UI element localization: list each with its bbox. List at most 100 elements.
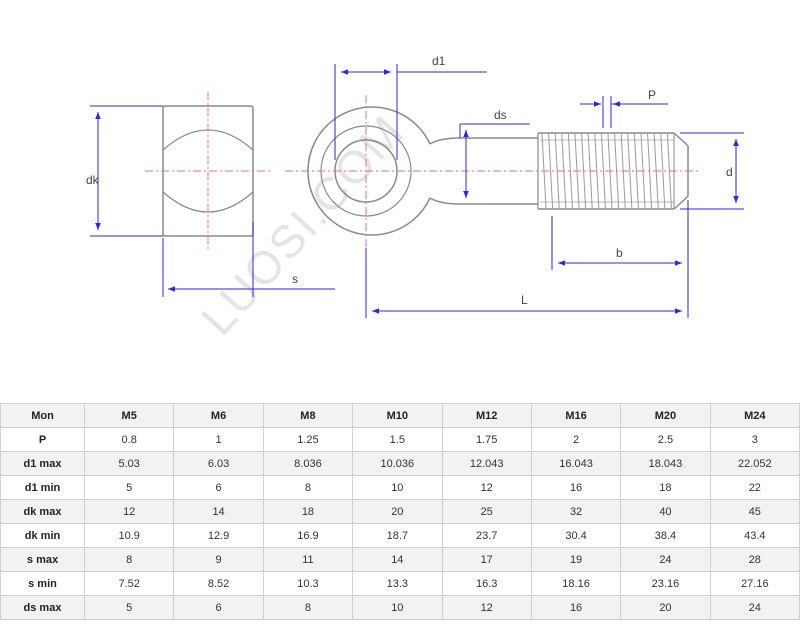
table-cell: 18.043 (620, 451, 711, 476)
table-cell: 40 (620, 499, 711, 524)
table-cell: 22 (709, 475, 800, 500)
d1-label: d1 (432, 54, 446, 68)
table-cell: 30.4 (530, 523, 622, 548)
table-cell: 10.3 (262, 571, 354, 596)
thread-crest-line (627, 133, 633, 209)
table-row-label: dk max (0, 499, 85, 524)
thread-crest-line (600, 133, 606, 209)
watermark: LUOSI.COM (191, 105, 414, 345)
table-header-cell: M16 (530, 403, 622, 428)
table-cell: 6.03 (173, 451, 264, 476)
table-header-mon: Mon (0, 403, 85, 428)
table-row-label: ds max (0, 595, 85, 620)
table-header-cell: M10 (352, 403, 443, 428)
b-dimension: b (551, 200, 689, 318)
table-cell: 6 (173, 595, 264, 620)
table-cell: 0.8 (83, 427, 175, 452)
table-cell: 18.16 (530, 571, 622, 596)
table-row-label: d1 min (0, 475, 85, 500)
b-label: b (616, 246, 623, 260)
L-dimension: L (365, 248, 682, 318)
table-header-cell: M20 (620, 403, 711, 428)
table-cell: 20 (620, 595, 711, 620)
table-cell: 18 (262, 499, 354, 524)
table-cell: 1.75 (441, 427, 532, 452)
table-cell: 12.043 (441, 451, 532, 476)
table-cell: 12 (83, 499, 175, 524)
table-row-label: s max (0, 547, 85, 572)
table-cell: 8.52 (173, 571, 264, 596)
table-cell: 10.9 (83, 523, 175, 548)
pitch-label: P (648, 88, 656, 102)
table-cell: 2.5 (620, 427, 711, 452)
s-label: s (292, 272, 298, 286)
thread-crest-line (633, 133, 639, 209)
table-cell: 11 (262, 547, 354, 572)
table-header-cell: M6 (173, 403, 264, 428)
table-cell: 5.03 (83, 451, 175, 476)
table-cell: 10 (352, 475, 443, 500)
dk-label: dk (86, 173, 100, 187)
table-row-label: s min (0, 571, 85, 596)
d-label: d (726, 165, 733, 179)
table-cell: 1.25 (262, 427, 354, 452)
table-cell: 16 (530, 595, 622, 620)
table-cell: 10 (352, 595, 443, 620)
table-cell: 27.16 (709, 571, 800, 596)
thread-crest-line (567, 133, 573, 209)
thread-crest-line (581, 133, 587, 209)
table-cell: 3 (709, 427, 800, 452)
table-cell: 32 (530, 499, 622, 524)
table-cell: 20 (352, 499, 443, 524)
table-cell: 1 (173, 427, 264, 452)
thread-crest-line (548, 133, 554, 209)
front-view-centerlines (285, 95, 700, 248)
table-header-cell: M12 (441, 403, 532, 428)
table-cell: 17 (441, 547, 532, 572)
table-cell: 19 (530, 547, 622, 572)
table-cell: 16.9 (262, 523, 354, 548)
table-row-label: P (0, 427, 85, 452)
table-cell: 8.036 (262, 451, 354, 476)
table-cell: 14 (173, 499, 264, 524)
table-cell: 45 (709, 499, 800, 524)
d-dimension: d (680, 132, 744, 210)
table-cell: 16 (530, 475, 622, 500)
d1-dimension: d1 (334, 54, 487, 160)
ds-dimension: ds (459, 108, 530, 198)
table-cell: 43.4 (709, 523, 800, 548)
table-cell: 14 (352, 547, 443, 572)
table-cell: 16.3 (441, 571, 532, 596)
table-cell: 38.4 (620, 523, 711, 548)
table-cell: 22.052 (709, 451, 800, 476)
side-view-centerlines (145, 92, 270, 250)
table-cell: 18 (620, 475, 711, 500)
table-cell: 13.3 (352, 571, 443, 596)
L-label: L (521, 293, 528, 307)
table-cell: 25 (441, 499, 532, 524)
table-cell: 10.036 (352, 451, 443, 476)
eye-bolt-drawing: LUOSI.COM dk s (86, 54, 744, 345)
table-cell: 24 (620, 547, 711, 572)
table-cell: 5 (83, 475, 175, 500)
table-header-cell: M5 (83, 403, 175, 428)
table-cell: 6 (173, 475, 264, 500)
table-cell: 7.52 (83, 571, 175, 596)
thread-crest-line (660, 133, 666, 209)
table-cell: 9 (173, 547, 264, 572)
table-header-cell: M24 (709, 403, 800, 428)
ds-label: ds (494, 108, 507, 122)
table-cell: 16.043 (530, 451, 622, 476)
table-cell: 18.7 (352, 523, 443, 548)
pitch-dimension: P (580, 88, 668, 128)
table-cell: 1.5 (352, 427, 443, 452)
